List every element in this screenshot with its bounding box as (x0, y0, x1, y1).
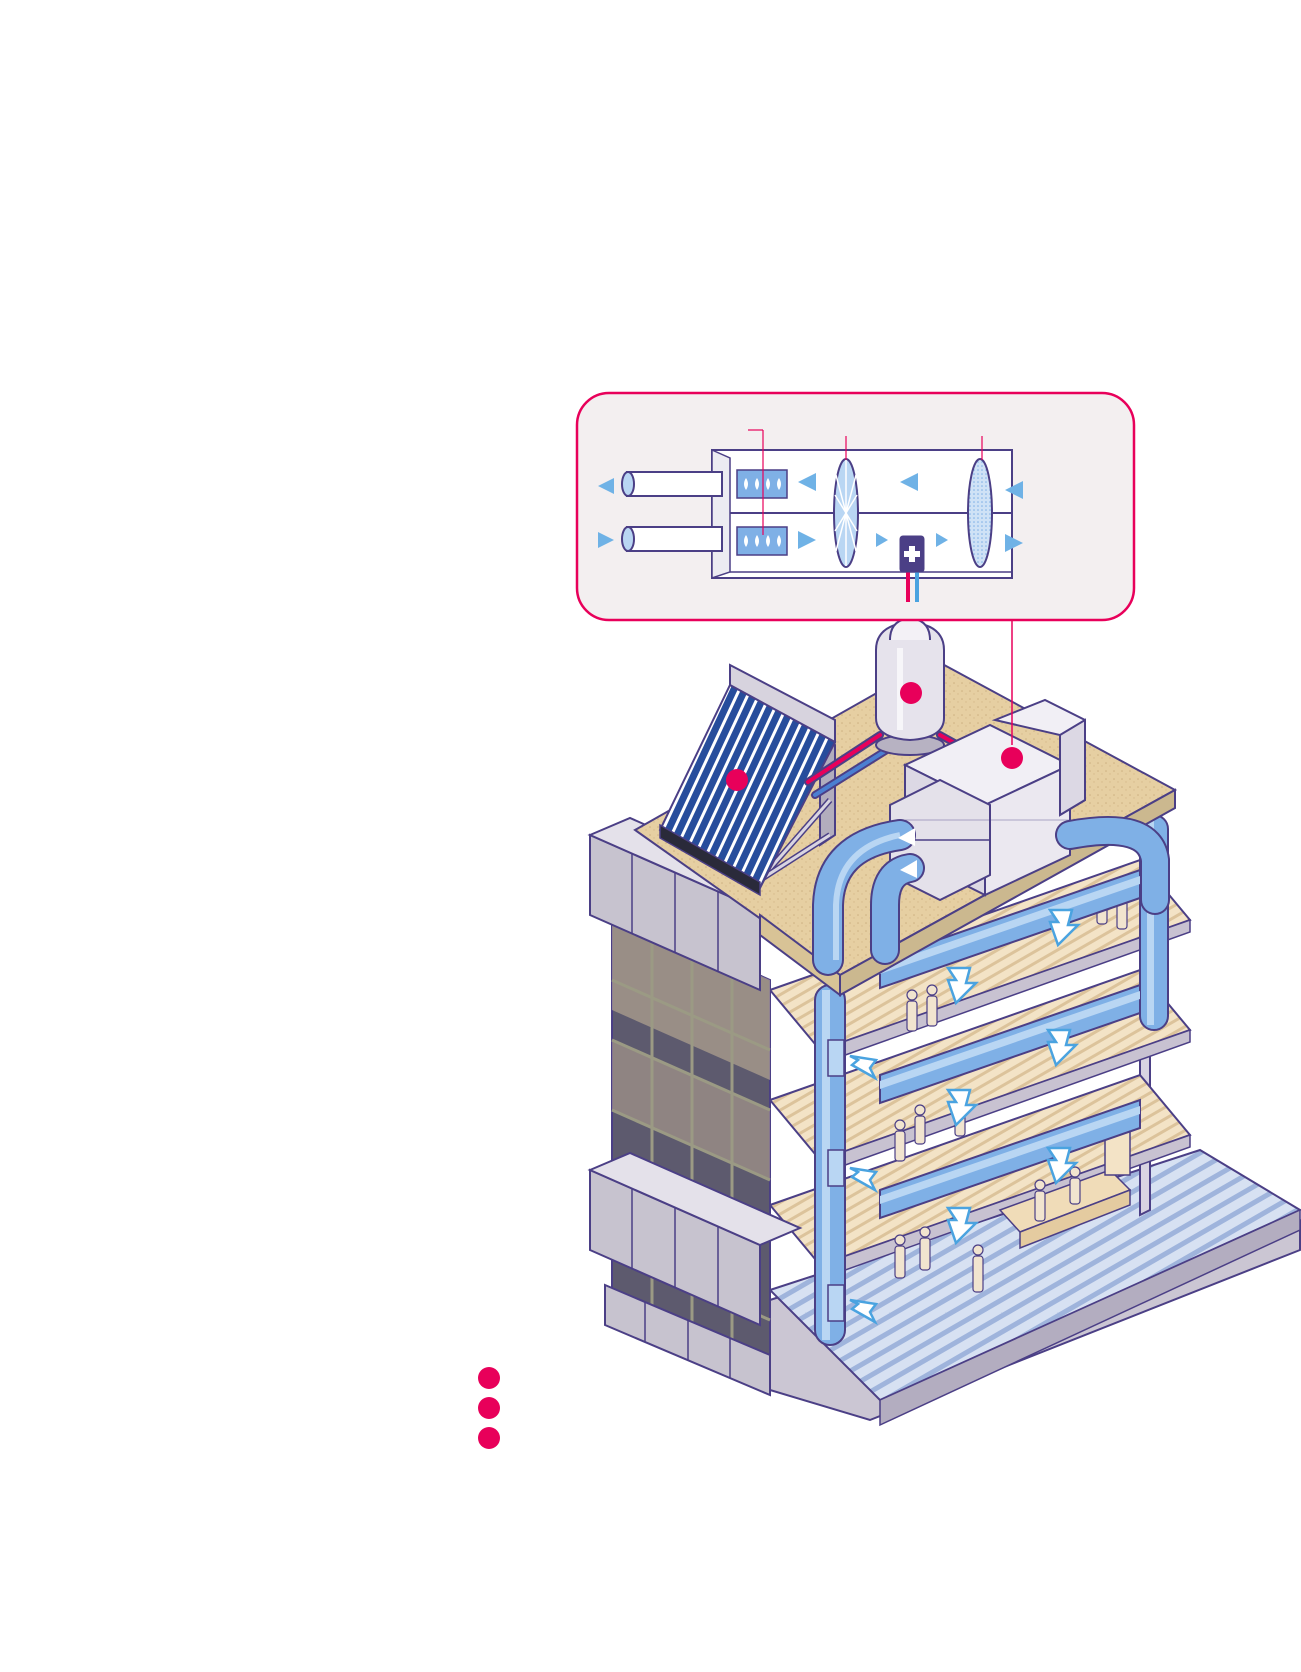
person-figure (972, 1244, 984, 1293)
water-drops-icon (744, 478, 781, 490)
facade-panels-middle (587, 1151, 803, 1327)
return-vents (827, 1039, 879, 1326)
arrow-icon (945, 1088, 980, 1128)
air-handling-unit (889, 698, 1086, 902)
legend-marker-1 (478, 1367, 500, 1389)
person-figure (894, 1234, 906, 1279)
arrow-icon (1047, 908, 1082, 948)
triangle-arrow-icon (900, 473, 918, 491)
vent-grille (827, 1149, 845, 1187)
supply-arrows (945, 908, 1082, 1246)
arrow-icon (849, 1054, 879, 1082)
vent-grille (827, 1284, 845, 1322)
storage-tank (875, 616, 945, 756)
triangle-arrow-icon (598, 478, 614, 494)
heating-coil (899, 535, 925, 602)
solar-collector (658, 663, 837, 897)
person-figure (926, 984, 938, 1027)
person-figure (906, 989, 918, 1032)
arrow-icon (945, 966, 980, 1006)
legend-marker-2 (478, 1397, 500, 1419)
arrow-icon (849, 1298, 879, 1326)
triangle-arrow-icon (936, 533, 948, 547)
triangle-arrow-icon (898, 828, 915, 846)
filter-bottom (736, 526, 788, 556)
plus-icon (904, 546, 920, 562)
person-figure (1034, 1179, 1046, 1222)
ground-slab (768, 1148, 1301, 1427)
vent-grille (827, 1039, 845, 1077)
person-figure (894, 1119, 906, 1162)
triangle-arrow-icon (598, 532, 614, 548)
dot-marker (726, 769, 748, 791)
legend-marker-3 (478, 1427, 500, 1449)
supply-duct-floor-2 (879, 983, 1141, 1105)
triangle-arrow-icon (876, 533, 888, 547)
mesh-filter (967, 436, 993, 568)
supply-duct-floor-1 (879, 1098, 1141, 1220)
triangle-arrow-icon (1005, 534, 1023, 552)
filter-top (736, 469, 788, 499)
arrow-icon (945, 1206, 980, 1246)
person-figure (914, 1104, 926, 1145)
exhaust-pipe (621, 471, 723, 497)
airflow-arrows (598, 473, 1023, 552)
legend-markers (478, 1367, 500, 1449)
triangle-arrow-icon (798, 473, 816, 491)
heat-recovery-wheel (833, 436, 859, 568)
intake-pipe (621, 526, 723, 552)
dot-marker (900, 682, 922, 704)
dot-marker (1001, 747, 1023, 769)
triangle-arrow-icon (1005, 481, 1023, 499)
arrow-icon (849, 1166, 879, 1194)
water-drops-icon (744, 535, 781, 547)
person-figure (1069, 1166, 1081, 1205)
roof-ducts (812, 815, 1170, 976)
facade-panels-bottom (604, 1283, 771, 1397)
triangle-arrow-icon (798, 531, 816, 549)
ahu-detail-inset (575, 391, 1136, 745)
triangle-arrow-icon (900, 860, 917, 878)
arrow-icon (1045, 1028, 1080, 1068)
arrow-icon (1045, 1146, 1080, 1186)
person-figure (919, 1226, 931, 1271)
